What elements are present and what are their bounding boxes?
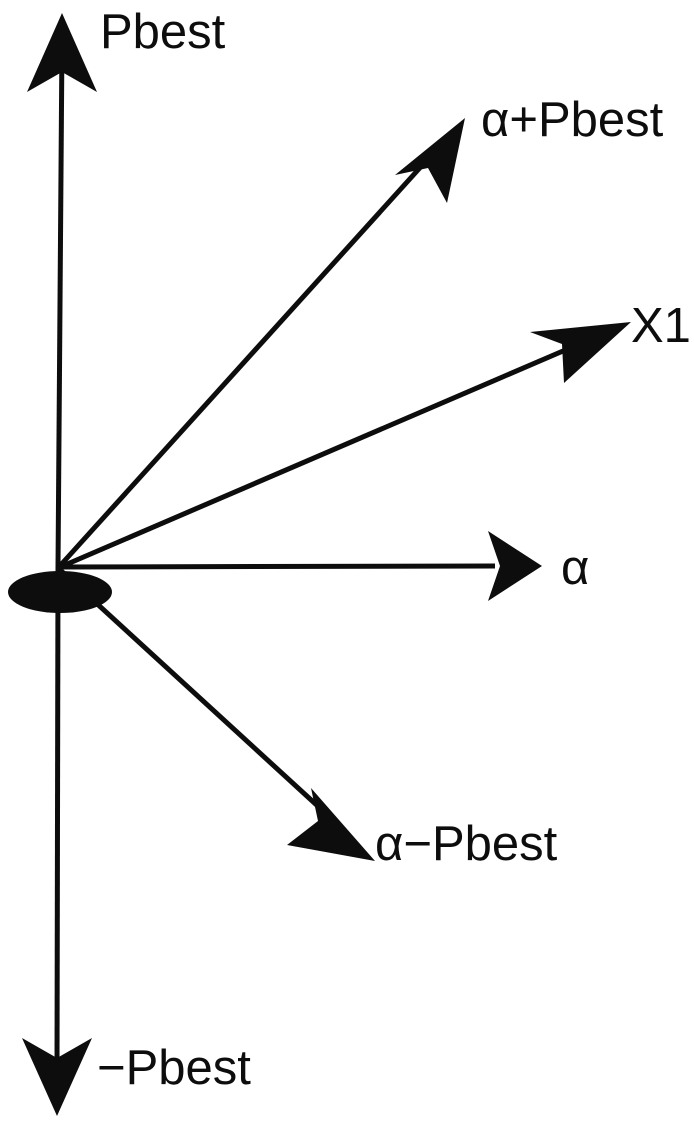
label-neg-pbest: −Pbest xyxy=(97,1041,251,1095)
neg-pbest-shaft xyxy=(54,567,61,1067)
alpha-arrowhead xyxy=(488,531,542,601)
alpha-minus-pbest-arrowhead xyxy=(287,788,375,861)
label-alpha-minus-pbest: α−Pbest xyxy=(375,817,558,871)
alpha-minus-pbest-vector xyxy=(56,566,375,861)
pbest-arrowhead xyxy=(27,13,97,92)
label-pbest: Pbest xyxy=(100,5,226,59)
alpha-shaft xyxy=(57,563,496,570)
label-alpha-plus-pbest: α+Pbest xyxy=(481,93,664,147)
alpha-plus-pbest-arrowhead xyxy=(395,118,465,203)
pbest-shaft xyxy=(55,39,65,569)
alpha-minus-pbest-shaft xyxy=(56,566,335,822)
alpha-vector xyxy=(57,531,542,601)
neg-pbest-arrowhead xyxy=(22,1038,92,1116)
alpha-plus-pbest-shaft xyxy=(56,148,438,570)
x1-shaft xyxy=(57,345,571,571)
label-alpha: α xyxy=(561,541,590,595)
alpha-plus-pbest-vector xyxy=(56,118,465,570)
label-x1: X1 xyxy=(631,299,691,353)
neg-pbest-vector xyxy=(22,567,92,1116)
origin-ellipse xyxy=(8,571,112,613)
x1-arrowhead xyxy=(530,322,631,383)
pbest-vector xyxy=(27,13,97,569)
x1-vector xyxy=(57,322,631,571)
